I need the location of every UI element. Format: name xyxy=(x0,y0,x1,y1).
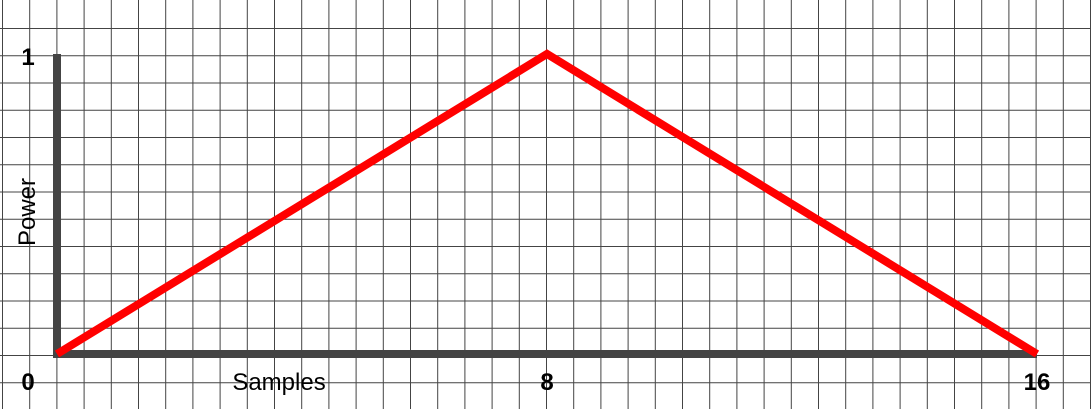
x-tick-label: 0 xyxy=(21,369,34,396)
y-tick-label: 1 xyxy=(21,44,34,71)
tick-labels: 0 8 16 1 xyxy=(21,44,1050,396)
x-axis-title: Samples xyxy=(232,369,325,396)
x-tick-label: 8 xyxy=(540,369,553,396)
axes xyxy=(53,54,1037,358)
series-layer xyxy=(54,49,1040,358)
y-axis-title: Power xyxy=(14,178,41,246)
x-tick-label: 16 xyxy=(1024,369,1051,396)
